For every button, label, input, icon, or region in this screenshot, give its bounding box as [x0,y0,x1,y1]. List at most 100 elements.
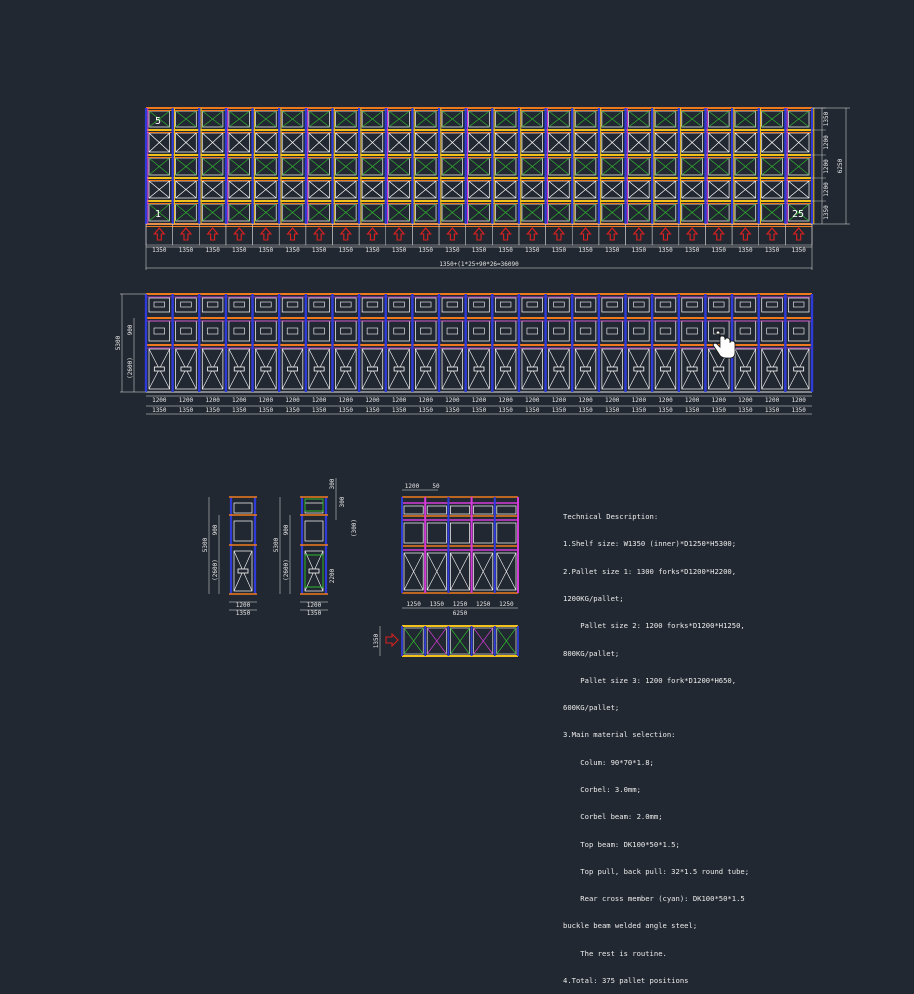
v3-pallet [496,522,517,544]
pallet-dim: 1200 [498,397,513,404]
bay-width-dim: 1350 [312,247,327,254]
v3-total-dim: 6250 [453,610,468,617]
cell-cross [628,203,650,222]
pallet-block [153,366,165,372]
bay-dim: 1350 [472,407,487,414]
pallet-block [340,366,352,372]
cell-cross [202,132,224,153]
pallet-top-inner [659,301,672,308]
cell-cross [654,180,677,199]
cell-cross [548,132,570,153]
bay-width-dim: 1350 [205,247,220,254]
pallet-bottom [628,348,650,390]
cell-cross [415,157,437,176]
pallet-mid-inner [553,327,565,335]
bay-dim: 1350 [312,407,327,414]
pallet-mid [308,320,330,342]
bay-width-dim: 1350 [605,247,620,254]
pallet-block [446,366,458,372]
cell-cross [654,203,677,222]
cell-cross [575,132,597,153]
cell-cross [388,157,410,176]
bay-dim: 1350 [259,407,274,414]
cell-cross [761,132,783,153]
pallet-mid [175,320,197,342]
pallet-top [468,297,490,313]
cell-cross [361,110,383,128]
cell-cross [575,110,597,128]
technical-line-14: Rear cross member (cyan): DK100*50*1.5 [563,894,745,904]
pallet-mid [335,320,357,342]
cell-cross [228,110,250,128]
cell-cross [548,180,570,199]
v3-pallet [426,505,447,515]
cell-cross [495,180,517,199]
cad-drawing-canvas[interactable]: 1350 1350 1350 1350 1350 1350 1350 1350 1350 1350… [0,0,914,774]
pallet-mid-inner [393,327,405,335]
pallet-dim: 1200 [179,397,194,404]
cell-cross [548,157,570,176]
bay-number-first: 1 [155,209,161,220]
pallet-top [601,297,623,313]
entry-arrow-icon [419,227,432,241]
pallet-dim: 1200 [552,397,567,404]
pallet-top-inner [260,301,272,308]
pallet-bottom [228,348,250,390]
pallet-bottom [574,348,597,390]
entry-arrow-icon [446,227,459,241]
pallet-top-inner [286,301,299,308]
cell-cross [148,132,170,153]
bay-width-dim: 1350 [658,247,673,254]
bay-width-dim: 1350 [525,247,540,254]
row-dim: 1350 [823,205,830,220]
rack-side-views: 5300900(2600)120013505300900(2600)120013… [202,478,519,617]
cell-cross [148,180,170,199]
cell-cross [654,132,677,153]
cell-cross [708,180,730,199]
bay-width-dim: 1350 [472,247,487,254]
mini-cell [403,627,424,655]
rack-elevation-view: 1200135012001350120013501200135012001350… [115,293,814,415]
cell-cross [761,180,783,199]
cell-cross [521,110,543,128]
side-bottom-dim: 1350 [307,610,322,617]
pallet-mid-inner [366,327,379,335]
v3-pallet [450,552,470,591]
cell-cross [761,110,783,128]
v3-pallet [450,505,470,515]
pallet-top-inner [633,301,645,308]
pallet-top [574,297,597,313]
cell-cross [575,203,597,222]
cell-cross [788,132,810,153]
entry-arrow-icon [579,227,592,241]
row-dim: 1200 [823,159,830,174]
pallet-mid [601,320,623,342]
pallet-mid-inner [420,327,432,335]
bay-width-dim: 1350 [418,247,433,254]
cell-cross [335,180,357,199]
technical-line-7: 600KG/pallet; [563,703,620,713]
cell-cross [441,180,463,199]
pallet-mid [228,320,250,342]
cell-cross [628,132,650,153]
entry-arrow-icon [179,227,193,241]
cell-cross [441,203,463,222]
bay-width-dim: 1350 [179,247,194,254]
pallet-mid-inner [500,327,512,335]
pallet-top [548,297,570,313]
cell-cross [202,157,224,176]
bay-dim: 1350 [445,407,460,414]
v3-pallet [426,552,447,591]
cell-cross [521,157,543,176]
pallet-dim: 1200 [285,397,300,404]
pallet-dim: 1200 [658,397,673,404]
side-level-dim: (2600) [283,559,290,581]
entry-arrow-icon [552,227,566,241]
pallet-top [654,297,677,313]
pallet-bottom [681,348,703,390]
cell-cross [255,180,277,199]
v3-bottom-dim: 1250 [406,601,421,608]
technical-line-1: 1.Shelf size: W1350 (inner)*D1250*H5300; [563,539,737,549]
technical-line-3: 1200KG/pallet; [563,594,624,604]
pallet-mid-inner [206,327,219,335]
